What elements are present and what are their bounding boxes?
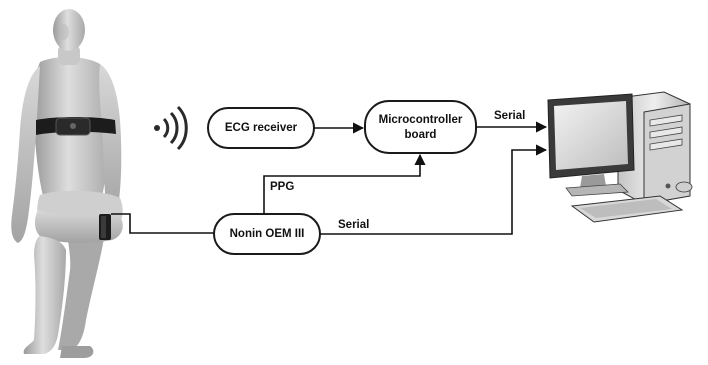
serial-top-edge-label: Serial (494, 110, 525, 122)
microcontroller-label-line-1: Microcontroller (379, 114, 463, 126)
sensor-to-nonin-edge (111, 213, 234, 239)
ecg-chest-strap-icon (36, 117, 116, 136)
microcontroller-node: Microcontroller board (364, 100, 477, 154)
serial-bottom-edge-label: Serial (338, 219, 369, 231)
finger-clip-sensor-icon (99, 213, 234, 240)
ppg-edge (263, 153, 426, 214)
seated-human-figure-icon (11, 9, 123, 358)
desktop-computer-icon (547, 91, 693, 223)
wireless-signal-icon (154, 105, 188, 151)
ecg-receiver-node: ECG receiver (207, 107, 315, 149)
nonin-label: Nonin OEM III (230, 228, 305, 240)
serial-bottom-edge (320, 144, 548, 235)
microcontroller-label-line-2: board (405, 129, 437, 141)
nonin-node: Nonin OEM III (213, 213, 321, 255)
ecg-receiver-label: ECG receiver (225, 122, 298, 134)
ppg-edge-label: PPG (270, 181, 294, 193)
